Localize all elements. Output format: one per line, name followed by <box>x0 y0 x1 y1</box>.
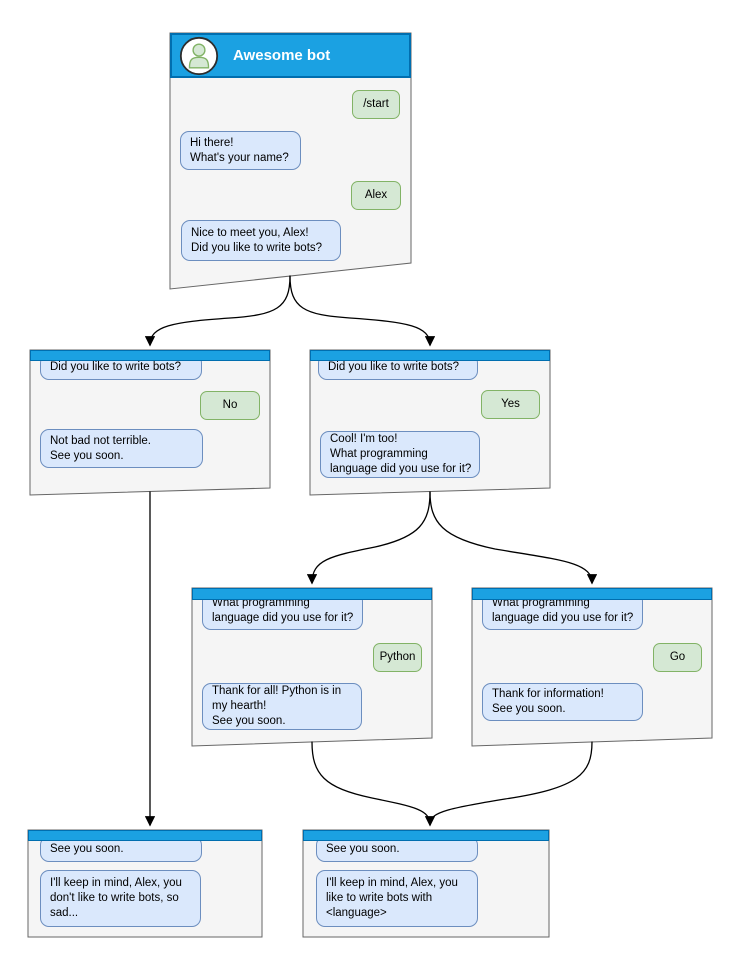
branch-go-header <box>472 588 712 600</box>
bot-message-bubble: I'll keep in mind, Alex, you like to wri… <box>316 870 478 927</box>
user-message-bubble: No <box>200 391 260 420</box>
bot-message-bubble: Thank for all! Python is in my hearth! S… <box>202 683 362 730</box>
arrow-python-to-end <box>311 741 436 827</box>
branch-yes-header <box>310 350 550 361</box>
bot-avatar-icon <box>179 36 219 75</box>
bot-name-title: Awesome bot <box>233 47 331 64</box>
end-yes-header <box>303 830 549 841</box>
arrow-start-to-yes <box>289 275 436 347</box>
bot-message-bubble: I'll keep in mind, Alex, you don't like … <box>40 870 201 927</box>
arrow-yes-to-python <box>306 491 431 585</box>
arrow-go-to-end <box>429 741 593 824</box>
bot-message-bubble: Thank for information! See you soon. <box>482 683 643 721</box>
bot-message-bubble: Nice to meet you, Alex! Did you like to … <box>181 220 341 261</box>
bot-message-bubble: Hi there! What's your name? <box>180 131 301 170</box>
user-message-bubble: Alex <box>351 181 401 210</box>
arrow-start-to-no <box>144 275 291 347</box>
end-no-header <box>28 830 262 841</box>
main-chat-header: Awesome bot <box>170 33 411 78</box>
branch-python-header <box>192 588 432 600</box>
branch-no-header <box>30 350 270 361</box>
user-message-bubble: Yes <box>481 390 540 419</box>
bot-message-bubble: Not bad not terrible. See you soon. <box>40 429 203 468</box>
user-message-bubble: /start <box>352 90 400 119</box>
user-message-bubble: Python <box>373 643 422 672</box>
arrow-yes-to-go <box>429 491 598 585</box>
bot-message-bubble: Cool! I'm too! What programming language… <box>320 431 480 478</box>
flow-arrows <box>144 275 598 827</box>
chat-window-shapes <box>27 32 713 938</box>
user-message-bubble: Go <box>653 643 702 672</box>
